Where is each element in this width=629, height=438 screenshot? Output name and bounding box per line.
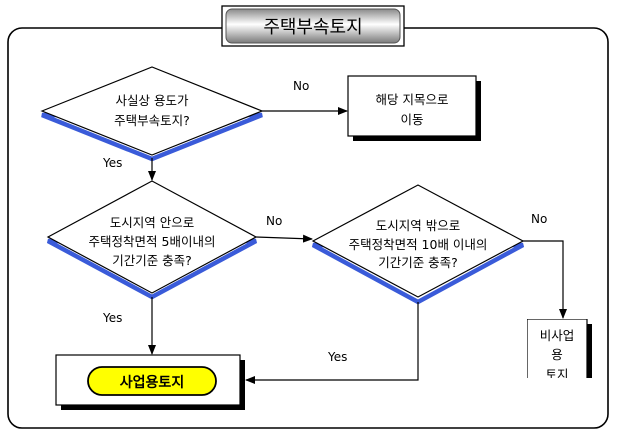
decision-q2-line-2: 주택정착면적 5배이내의 xyxy=(89,234,216,249)
edge-label-q2-yes: Yes xyxy=(102,311,122,325)
edge-label-q1-yes: Yes xyxy=(102,156,122,170)
process-biz: 사업용토지 xyxy=(55,354,245,410)
decision-q2-line-3: 기간기준 충족? xyxy=(112,253,192,268)
edge-label-q1-no: No xyxy=(293,79,309,93)
process-nonbiz-clip: 비사업 용 토지 xyxy=(527,319,592,382)
process-biz-label: 사업용토지 xyxy=(120,375,184,391)
process-move: 해당 지목으로 이동 xyxy=(347,75,481,141)
process-nonbiz: 비사업 용 토지 xyxy=(527,319,592,382)
edge-q2-q3 xyxy=(255,234,313,243)
decision-q3-line-2: 주택정착면적 10배 이내의 xyxy=(349,237,488,252)
biz-highlight-pill xyxy=(87,366,217,396)
decision-q1-line-1: 사실상 용도가 xyxy=(116,93,189,108)
edge-q3-biz xyxy=(245,302,419,384)
decision-q1-line-2: 주택부속토지? xyxy=(114,113,190,128)
title-plate: 주택부속토지 xyxy=(221,5,405,47)
decision-q3: 도시지역 밖으로 주택정착면적 10배 이내의 기간기준 충족? xyxy=(311,184,525,305)
process-move-line-1: 해당 지목으로 xyxy=(376,92,449,107)
decision-q3-line-1: 도시지역 밖으로 xyxy=(376,218,460,233)
process-nonbiz-line-1: 비사업 xyxy=(540,328,575,343)
decision-q3-line-3: 기간기준 충족? xyxy=(378,255,458,270)
process-nonbiz-line-3: 토지 xyxy=(545,367,568,382)
decision-q1: 사실상 용도가 주택부속토지? xyxy=(40,66,264,162)
edge-q3-nonbiz xyxy=(523,240,567,319)
process-move-line-2: 이동 xyxy=(400,112,423,127)
page-title: 주택부속토지 xyxy=(263,17,362,38)
edge-label-q3-no: No xyxy=(531,212,547,226)
edge-label-q2-no: No xyxy=(266,214,282,228)
connectors xyxy=(148,107,567,384)
process-nonbiz-line-2: 용 xyxy=(551,347,563,362)
edge-label-q3-yes: Yes xyxy=(327,350,347,364)
decision-q2: 도시지역 안으로 주택정착면적 5배이내의 기간기준 충족? xyxy=(46,180,258,300)
decision-q2-line-1: 도시지역 안으로 xyxy=(110,215,194,230)
